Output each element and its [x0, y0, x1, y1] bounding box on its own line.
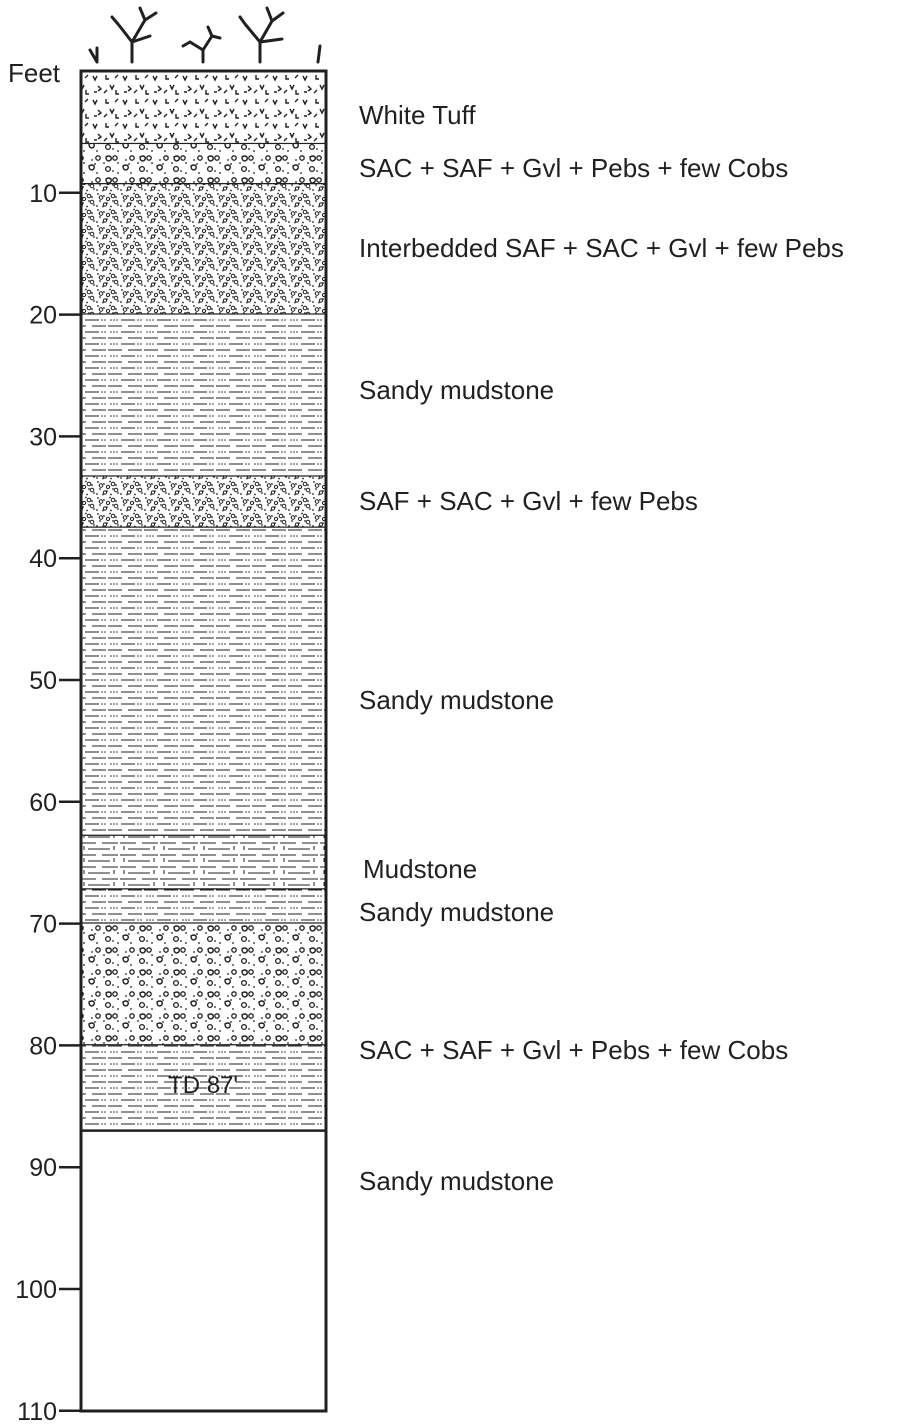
layer-pebbles — [81, 923, 326, 1046]
layer-tuff — [81, 71, 326, 145]
layer-description: Sandy mudstone — [359, 1166, 554, 1196]
vegetation-icon — [88, 46, 99, 64]
layer-description: Interbedded SAF + SAC + Gvl + few Pebs — [359, 233, 844, 263]
total-depth-label: TD 87' — [168, 1072, 238, 1099]
layer-mud — [81, 835, 326, 890]
depth-tick-label: 90 — [29, 1154, 57, 1182]
layer-sandy-mud — [81, 1045, 326, 1131]
layer-pebbles — [81, 144, 326, 185]
depth-tick-label: 100 — [15, 1276, 57, 1304]
lithology-layers — [81, 71, 326, 1132]
depth-tick-label: 110 — [17, 1398, 57, 1425]
depth-tick-label: 40 — [29, 545, 57, 573]
layer-description: SAC + SAF + Gvl + Pebs + few Cobs — [359, 1035, 788, 1065]
layer-sandy-mud — [81, 314, 326, 477]
depth-tick-label: 10 — [29, 180, 57, 208]
layer-description: Sandy mudstone — [359, 685, 554, 715]
depth-tick-label: 20 — [29, 302, 57, 330]
depth-unit-label: Feet — [8, 58, 61, 88]
depth-tick-label: 80 — [29, 1032, 57, 1060]
column-outline — [79, 69, 328, 1413]
depth-tick-label: 30 — [29, 423, 57, 451]
layer-description: Sandy mudstone — [359, 897, 554, 927]
vegetation-icon — [238, 6, 285, 64]
layer-description: Sandy mudstone — [359, 375, 554, 405]
vegetation-icon — [316, 44, 322, 64]
layer-description: SAC + SAF + Gvl + Pebs + few Cobs — [359, 153, 788, 183]
layer-description: White Tuff — [359, 100, 476, 130]
layer-sandy-mud — [81, 889, 326, 924]
vegetation-icon — [110, 6, 158, 64]
depth-axis: 10 20 30 40 50 60 70 80 90 100 110 — [15, 180, 81, 1425]
layer-description: SAF + SAC + Gvl + few Pebs — [359, 486, 698, 516]
layer-sandy-mud — [81, 527, 326, 836]
vegetation-icon — [181, 25, 222, 64]
depth-tick-label: 70 — [29, 911, 57, 939]
surface-vegetation — [88, 6, 322, 64]
depth-tick-label: 60 — [29, 789, 57, 817]
layer-gravelly-sand — [81, 476, 326, 528]
depth-tick-label: 50 — [29, 667, 57, 695]
layer-description: Mudstone — [363, 854, 477, 884]
layer-gravelly-sand — [81, 184, 326, 315]
